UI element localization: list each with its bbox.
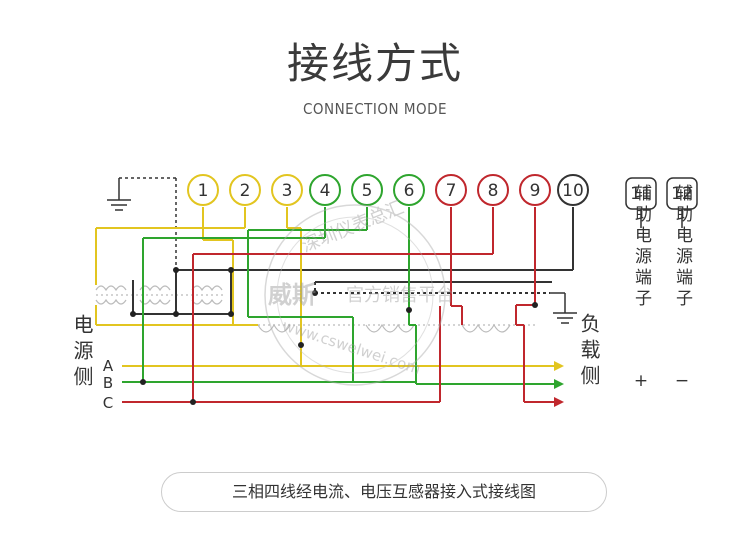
svg-text:3: 3 bbox=[282, 181, 293, 201]
caption-box bbox=[161, 472, 607, 512]
watermark: 深圳仪表总汇 威斯 官方销售平台 www.cswelwei.com bbox=[264, 197, 454, 386]
neutral-wiring bbox=[132, 207, 574, 315]
phase-a-wiring bbox=[95, 207, 564, 371]
aux-11-sign: + bbox=[634, 371, 648, 391]
terminal-7: 7 bbox=[435, 174, 467, 206]
svg-text:11: 11 bbox=[630, 184, 652, 204]
voltage-transformers bbox=[95, 285, 225, 305]
phase-c-wiring bbox=[122, 207, 564, 407]
terminal-8: 8 bbox=[477, 174, 509, 206]
svg-text:12: 12 bbox=[671, 184, 693, 204]
watermark-brand-sub: 官方销售平台 bbox=[346, 285, 454, 306]
diagram-caption: 三相四线经电流、电压互感器接入式接线图 bbox=[231, 482, 536, 501]
aux-11-description: 辅助电源端子 bbox=[631, 184, 652, 310]
ground-symbol-left bbox=[107, 177, 177, 270]
watermark-brand: 威斯 bbox=[268, 281, 316, 309]
meter-terminals: 1 2 3 4 5 6 7 8 bbox=[187, 174, 589, 206]
terminal-2: 2 bbox=[229, 174, 261, 206]
aux-terminal-12: 12 辅助电源端子 − bbox=[666, 177, 698, 391]
ground-symbol-right bbox=[550, 292, 577, 324]
page-title: 接线方式 bbox=[286, 39, 463, 88]
svg-text:5: 5 bbox=[362, 181, 373, 201]
terminal-3: 3 bbox=[271, 174, 303, 206]
phase-label-b: B bbox=[103, 374, 113, 392]
terminal-1: 1 bbox=[187, 174, 219, 206]
svg-text:7: 7 bbox=[446, 181, 457, 201]
terminal-4: 4 bbox=[309, 174, 341, 206]
page-subtitle: CONNECTION MODE bbox=[302, 100, 448, 118]
terminal-9: 9 bbox=[519, 174, 551, 206]
aux-terminal-11: 11 辅助电源端子 + bbox=[625, 177, 657, 391]
svg-text:10: 10 bbox=[562, 181, 584, 201]
aux-12-description: 辅助电源端子 bbox=[672, 184, 693, 310]
source-side-label: 电源侧 bbox=[70, 314, 94, 392]
svg-text:4: 4 bbox=[320, 181, 331, 201]
current-transformers bbox=[248, 323, 535, 333]
svg-text:8: 8 bbox=[488, 181, 499, 201]
terminal-10: 10 bbox=[557, 174, 589, 206]
terminal-5: 5 bbox=[351, 174, 383, 206]
aux-12-sign: − bbox=[675, 371, 689, 391]
junction-dots bbox=[130, 267, 538, 405]
svg-text:9: 9 bbox=[530, 181, 541, 201]
phase-label-a: A bbox=[103, 357, 114, 375]
phase-b-wiring bbox=[122, 207, 564, 389]
svg-text:2: 2 bbox=[240, 181, 251, 201]
load-side-label: 负载侧 bbox=[577, 313, 601, 391]
phase-label-c: C bbox=[103, 394, 113, 412]
terminal-6: 6 bbox=[393, 174, 425, 206]
svg-text:1: 1 bbox=[198, 181, 209, 201]
watermark-circle-top: 深圳仪表总汇 bbox=[299, 197, 407, 257]
svg-text:6: 6 bbox=[404, 181, 415, 201]
